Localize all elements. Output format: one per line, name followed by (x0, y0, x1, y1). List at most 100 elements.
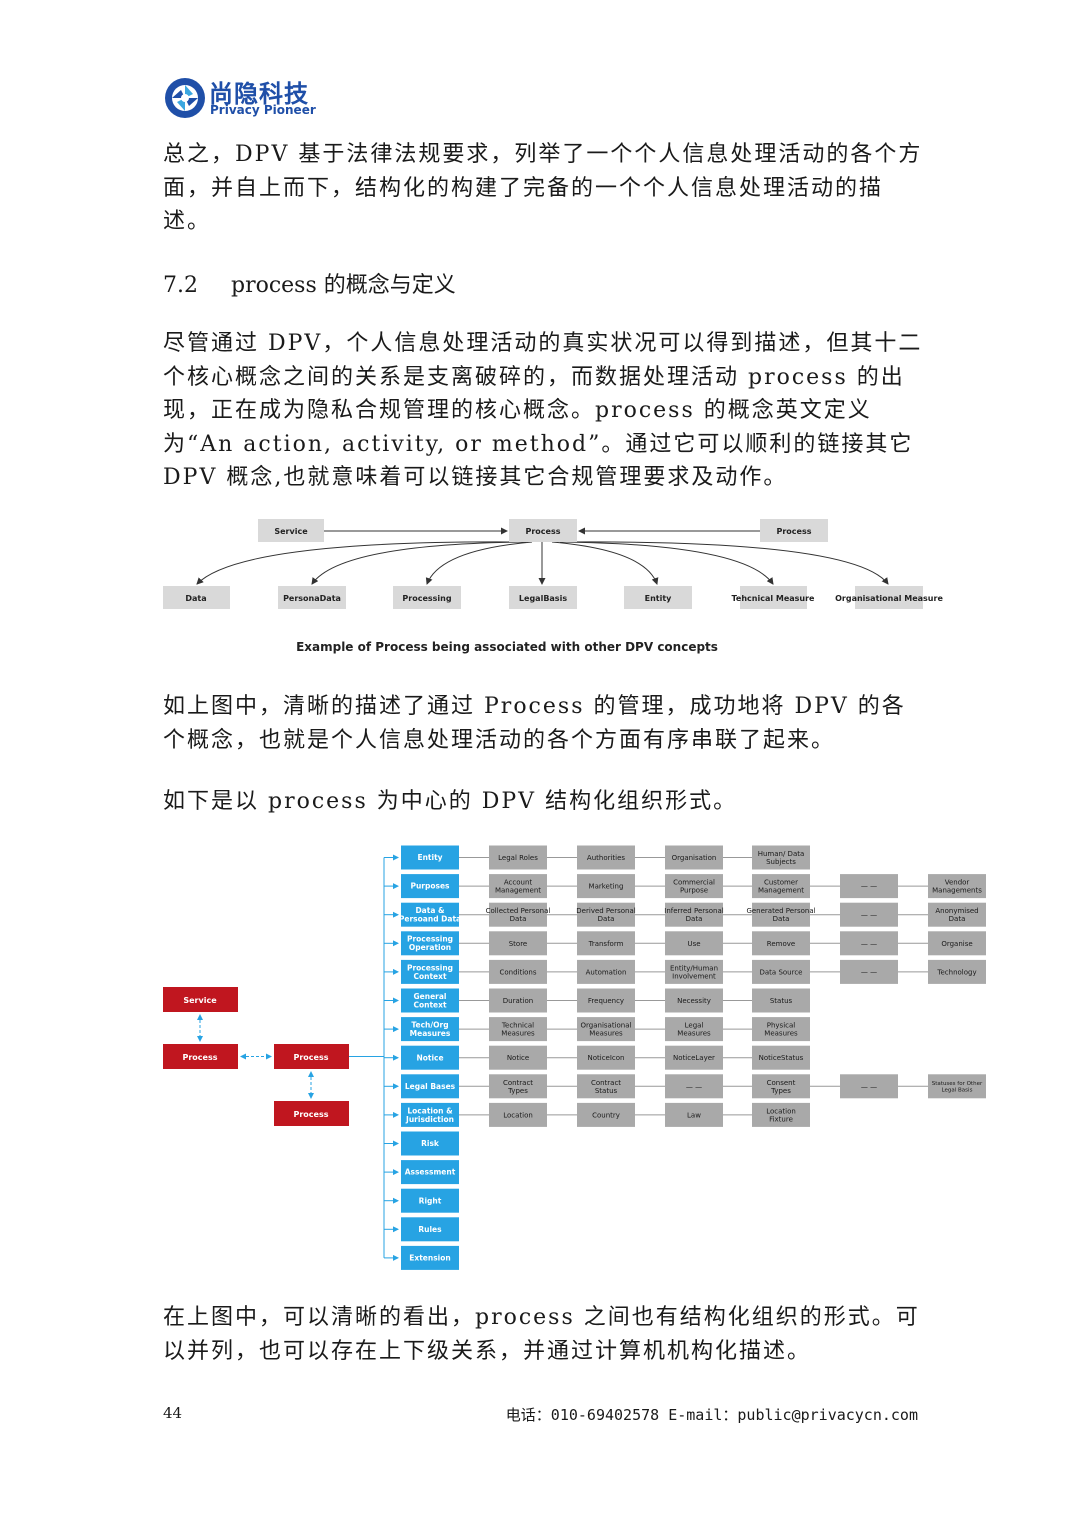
fig2-cell-label: Authorities (587, 854, 626, 862)
section-title: process 的概念与定义 (231, 273, 456, 298)
fig2-concept-box (401, 1131, 459, 1156)
paragraph-process-hierarchy: 在上图中，可以清晰的看出，process 之间也有结构化组织的形式。可以并列，也… (163, 1305, 920, 1364)
fig2-cell-box (577, 1074, 635, 1099)
fig2-process-main-node: Process (294, 1053, 329, 1062)
fig2-concept-box (401, 845, 459, 870)
fig2-concept-label: Entity (417, 853, 442, 862)
fig2-ellipsis-box (840, 1074, 898, 1099)
fig2-cell-label: Organisation (672, 854, 717, 862)
fig2-ellipsis-label: — — (861, 911, 877, 919)
fig2-ellipsis-box (840, 902, 898, 927)
fig2-cell-box (489, 1074, 547, 1099)
fig2-cell-box (489, 959, 547, 984)
fig2-concept-label: Legal Bases (405, 1082, 456, 1091)
fig2-service-node: Service (183, 996, 217, 1005)
fig2-cell-box (665, 959, 723, 984)
fig2-cell-box (489, 874, 547, 899)
fig2-concept-label: Risk (421, 1139, 440, 1148)
fig2-concept-label: Extension (409, 1254, 451, 1263)
fig2-cell-box (489, 845, 547, 870)
fig2-cell-label: — — (686, 1083, 702, 1091)
fig2-cell-label: Automation (586, 968, 627, 976)
fig2-cell-box (752, 1017, 810, 1042)
fig2-concept-label: Notice (416, 1053, 443, 1062)
fig2-concept-label: Assessment (405, 1168, 456, 1177)
fig2-ellipsis-label: — — (861, 940, 877, 948)
fig2-cell-box (752, 845, 810, 870)
fig2-cell-box (489, 1045, 547, 1070)
fig2-extra-box (928, 902, 986, 927)
fig2-concept-box (401, 931, 459, 956)
fig2-cell-box (577, 931, 635, 956)
fig2-concept-box (401, 1102, 459, 1127)
section-number: 7.2 (163, 273, 198, 298)
fig2-cell-label: Duration (503, 997, 533, 1005)
fig2-cell-box (665, 988, 723, 1013)
fig2-cell-box (752, 902, 810, 927)
fig2-cell-box (752, 874, 810, 899)
fig2-cell-box (489, 988, 547, 1013)
fig1-service-label: Service (274, 527, 308, 536)
fig2-cell-box (665, 1102, 723, 1127)
paragraph-summary: 总之，DPV 基于法律法规要求，列举了一个个人信息处理活动的各个方面，并自上而下… (163, 142, 923, 234)
fig1-node-process-center: Process (509, 519, 577, 542)
figure-dpv-structure: Service Process Process Process EntityPu… (163, 845, 986, 1270)
fig2-cell-box (489, 1017, 547, 1042)
fig2-cell-box (577, 845, 635, 870)
fig2-cell-box (489, 902, 547, 927)
fig2-extra-label: Technology (936, 968, 976, 976)
fig2-ellipsis-label: — — (861, 883, 877, 891)
fig1-node-processing: Processing (402, 594, 451, 603)
paragraph-structure-intro: 如下是以 process 为中心的 DPV 结构化组织形式。 (163, 789, 738, 814)
fig2-cell-label: Status (770, 997, 793, 1005)
fig2-cell-label: NoticeIcon (588, 1054, 625, 1062)
fig1-node-process-right: Process (760, 519, 828, 542)
fig2-ellipsis-label: — — (861, 1083, 877, 1091)
fig1-node-technical-measure: Tehcnical Measure (732, 594, 816, 603)
fig2-cell-box (489, 931, 547, 956)
fig2-concept-label: Location &Jurisdiction (405, 1106, 454, 1124)
fig2-extra-box (928, 1074, 986, 1099)
fig2-cell-box (752, 988, 810, 1013)
fig2-cell-box (752, 1045, 810, 1070)
fig2-cell-label: Law (687, 1111, 701, 1119)
fig2-cell-box (577, 988, 635, 1013)
fig2-cell-label: Notice (507, 1054, 529, 1062)
fig2-extra-box (928, 959, 986, 984)
fig2-cell-label: NoticeStatus (759, 1054, 804, 1062)
page-number: 44 (163, 1404, 183, 1422)
fig1-node-data: Data (185, 594, 206, 603)
paragraph-figure1-explanation: 如上图中，清晰的描述了通过 Process 的管理，成功地将 DPV 的各个概念… (163, 694, 906, 753)
fig2-extra-box (928, 874, 986, 899)
fig2-concept-box (401, 1160, 459, 1185)
fig2-concept-label: Rules (418, 1225, 442, 1234)
figure1-caption: Example of Process being associated with… (296, 640, 718, 654)
fig2-cell-box (577, 1017, 635, 1042)
fig2-concept-box (401, 902, 459, 927)
fig2-cell-label: Conditions (499, 968, 536, 976)
fig2-cell-label: Marketing (589, 883, 624, 891)
fig2-cell-label: Store (509, 940, 528, 948)
fig2-extra-label: Organise (941, 940, 972, 948)
fig2-cell-label: Frequency (588, 997, 624, 1005)
logo-english-name: Privacy Pioneer (210, 103, 316, 117)
fig2-cell-box (489, 1102, 547, 1127)
fig2-concept-box (401, 1217, 459, 1242)
fig2-concept-box (401, 874, 459, 899)
fig2-concept-label: Data &Persoand Data (399, 906, 461, 924)
fig2-cell-box (665, 1017, 723, 1042)
fig2-cell-label: Transform (588, 940, 624, 948)
